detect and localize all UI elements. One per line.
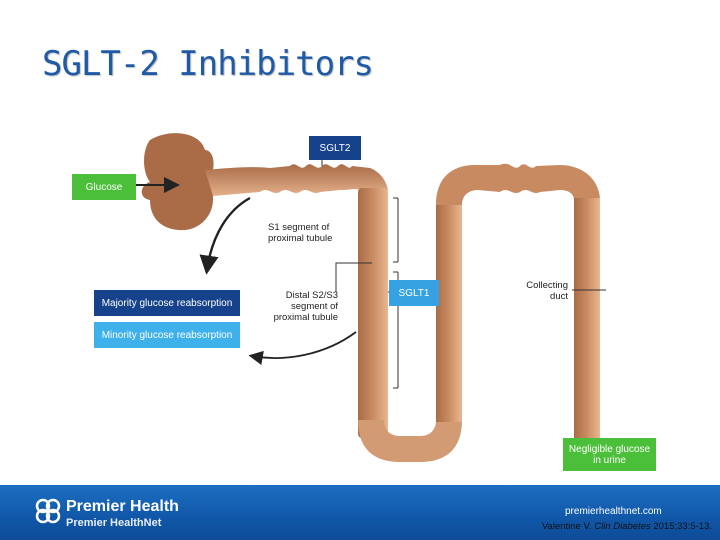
- sglt1-box: SGLT1: [389, 280, 439, 306]
- brand-subname: Premier HealthNet: [66, 517, 162, 529]
- minority-box: Minority glucose reabsorption: [94, 322, 240, 348]
- sglt2-box: SGLT2: [309, 136, 361, 160]
- page-title: SGLT-2 Inhibitors: [42, 44, 374, 84]
- glucose-box: Glucose: [72, 174, 136, 200]
- collecting-duct: [574, 198, 600, 440]
- negligible-box: Negligible glucose in urine: [563, 438, 656, 471]
- kidney-tubule-diagram: [132, 133, 606, 462]
- brand-name: Premier Health: [66, 498, 179, 515]
- minority-label: Minority glucose reabsorption: [101, 329, 233, 341]
- bowman-capsule: [141, 133, 214, 231]
- distal-pointer: [335, 262, 372, 292]
- citation: Valentine V. Clin Diabetes 2015;33:5-13.: [541, 521, 712, 532]
- majority-box: Majority glucose reabsorption: [94, 290, 240, 316]
- premier-health-logo-icon: [35, 498, 61, 524]
- ascending-limb: [436, 200, 462, 422]
- glucose-label: Glucose: [85, 181, 123, 193]
- majority-label: Majority glucose reabsorption: [101, 297, 233, 309]
- proximal-tubule-top: [205, 164, 388, 196]
- negligible-label-2: in urine: [593, 454, 626, 466]
- minority-arrow: [248, 331, 357, 366]
- descending-limb: [358, 188, 388, 438]
- footer-url[interactable]: premierhealthnet.com: [565, 506, 662, 517]
- sglt2-label: SGLT2: [319, 142, 351, 154]
- footer-bar: Premier Health Premier HealthNet premier…: [0, 485, 720, 540]
- loop-top-arch: [436, 163, 600, 205]
- negligible-label-1: Negligible glucose: [568, 443, 651, 455]
- majority-arrow: [199, 196, 251, 275]
- sglt1-label: SGLT1: [398, 287, 430, 299]
